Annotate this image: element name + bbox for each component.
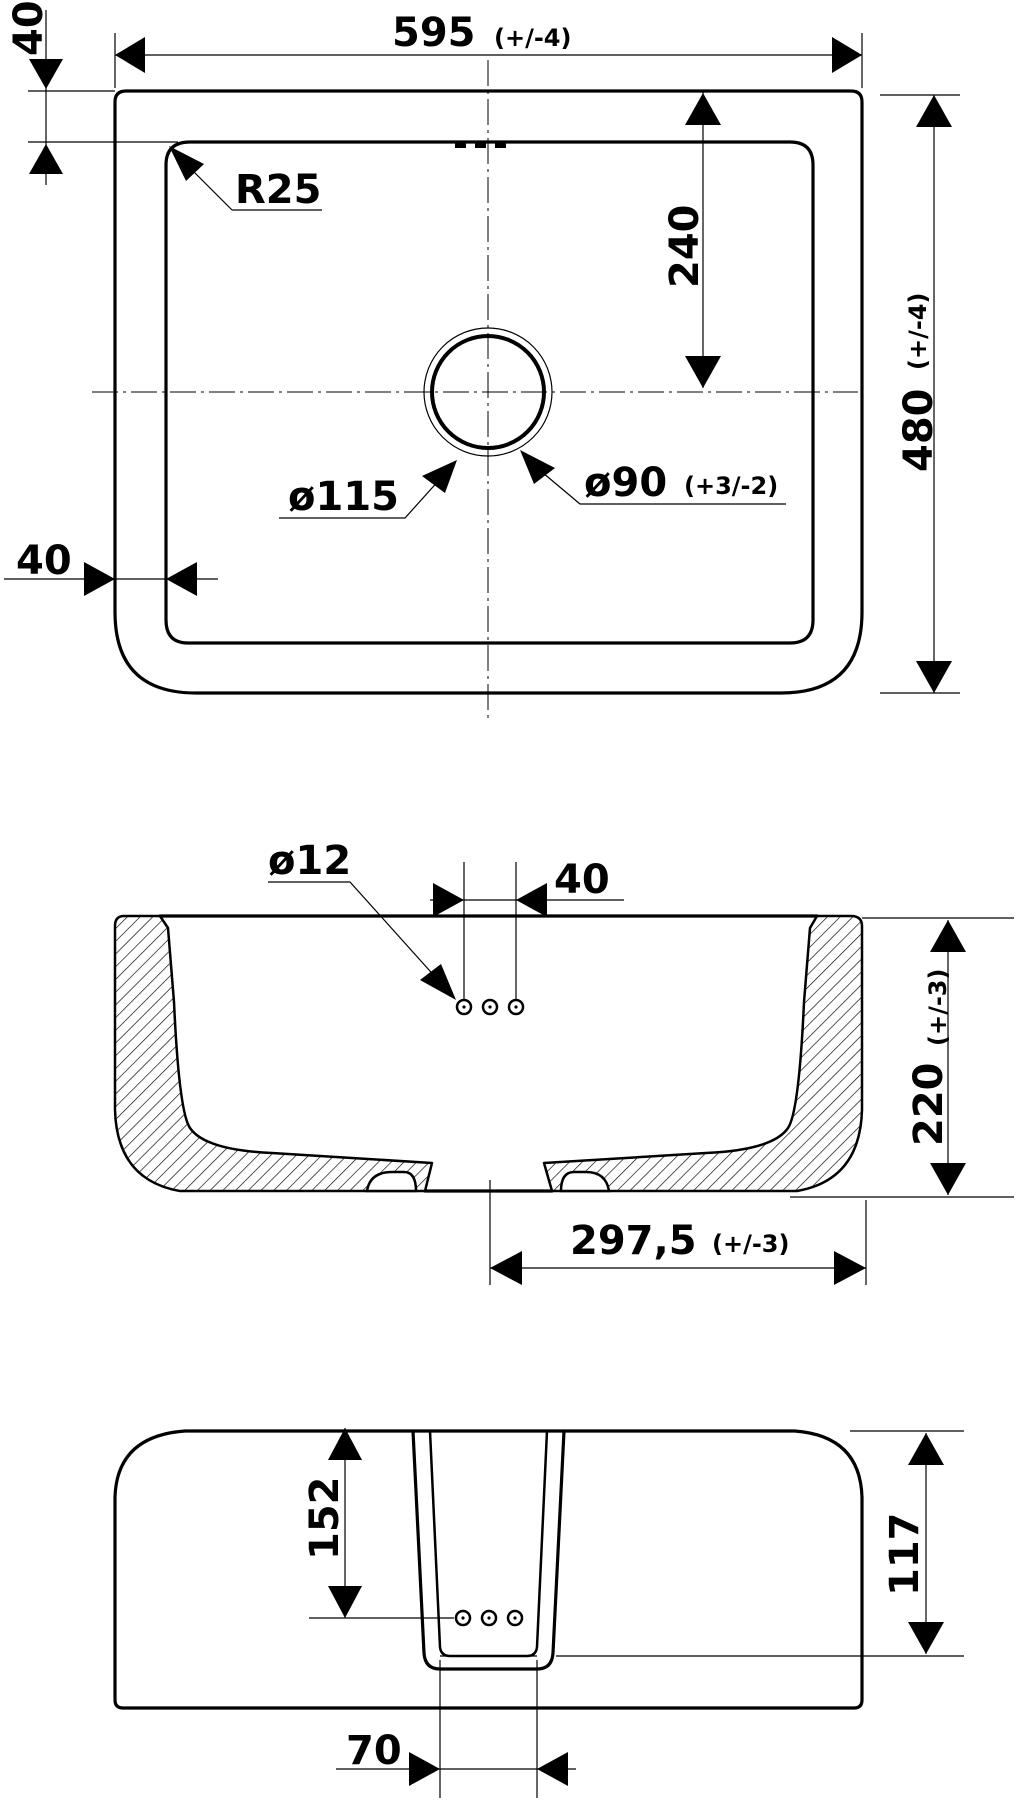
apron-height-arrow-down: [908, 1622, 944, 1654]
rim-side-arrow-left: [166, 562, 197, 596]
hole-diameter-tolerance: (+3/-2): [684, 472, 778, 500]
right-wall-section: [542, 914, 864, 1193]
channel-width-arrow-left: [537, 1752, 568, 1786]
depth-label: 480: [896, 389, 942, 473]
depth-tolerance: (+/-4): [904, 293, 932, 370]
hole-diameter-arrow: [520, 450, 555, 484]
channel-width-arrow-right: [409, 1752, 440, 1786]
half-width-label: 297,5: [570, 1218, 697, 1264]
front-overflow-holes: [454, 1609, 524, 1627]
overflow-channel-inner: [428, 1430, 549, 1658]
sink-bowl-outline: [164, 140, 815, 645]
width-tolerance: (+/-4): [494, 24, 571, 52]
width-arrow-left: [115, 37, 145, 73]
sink-outer-outline: [113, 89, 864, 695]
hole-diameter-label: ø90: [584, 460, 667, 506]
front-section-view: ø12 40 220 (+/-3) 297,5 (+/-3): [113, 838, 1014, 1285]
apron-height-label: 117: [882, 1513, 928, 1597]
radius-label: R25: [235, 167, 321, 213]
width-arrow-right: [832, 37, 862, 73]
radius-arrow: [169, 146, 204, 181]
height-tolerance: (+/-3): [924, 969, 952, 1046]
front-outline: [113, 1429, 864, 1710]
rim-side-label: 40: [16, 538, 72, 584]
drain-hole-circle: [430, 334, 546, 450]
drain-outer-circle: [423, 327, 553, 457]
depth-arrow-down: [916, 661, 952, 693]
overflow-hole-label: ø12: [268, 838, 351, 884]
width-label: 595: [392, 10, 476, 56]
rim-top-label: 40: [6, 0, 52, 56]
outer-diameter-arrow: [422, 460, 457, 493]
overflow-depth-arrow-up: [328, 1428, 362, 1460]
spacing-label: 40: [554, 857, 610, 903]
half-width-arrow-right: [834, 1251, 866, 1285]
overflow-depth-arrow-down: [328, 1586, 362, 1618]
channel-width-label: 70: [346, 1728, 402, 1774]
spacing-arrow-right: [516, 883, 547, 917]
rim-side-arrow-right: [84, 562, 115, 596]
outer-diameter-label: ø115: [288, 474, 399, 520]
overflow-slots: [455, 143, 506, 148]
left-wall-section: [113, 914, 434, 1193]
rim-top-arrow-up: [29, 144, 63, 174]
depth-arrow-up: [916, 95, 952, 127]
drain-center-arrow-up: [685, 93, 721, 125]
rim-top-arrow-down: [29, 59, 63, 89]
left-foot: [365, 1170, 418, 1193]
half-width-tolerance: (+/-3): [712, 1230, 789, 1258]
spacing-arrow-left: [433, 883, 464, 917]
height-arrow-down: [930, 1163, 966, 1195]
overflow-channel-outer: [411, 1429, 566, 1671]
overflow-hole-arrow: [420, 964, 456, 1000]
height-label: 220: [906, 1063, 952, 1147]
right-foot: [559, 1170, 611, 1193]
front-view: 152 117 70: [113, 1428, 964, 1798]
half-width-arrow-left: [490, 1251, 522, 1285]
height-arrow-up: [930, 920, 966, 952]
overflow-holes: [455, 998, 525, 1016]
drain-center-arrow-down: [685, 356, 721, 388]
overflow-depth-label: 152: [302, 1477, 348, 1561]
apron-height-arrow-up: [908, 1433, 944, 1465]
top-view: 595 (+/-4) 40 R25 240 480 (+/-4) 40: [4, 0, 960, 720]
drain-center-label: 240: [662, 205, 708, 289]
